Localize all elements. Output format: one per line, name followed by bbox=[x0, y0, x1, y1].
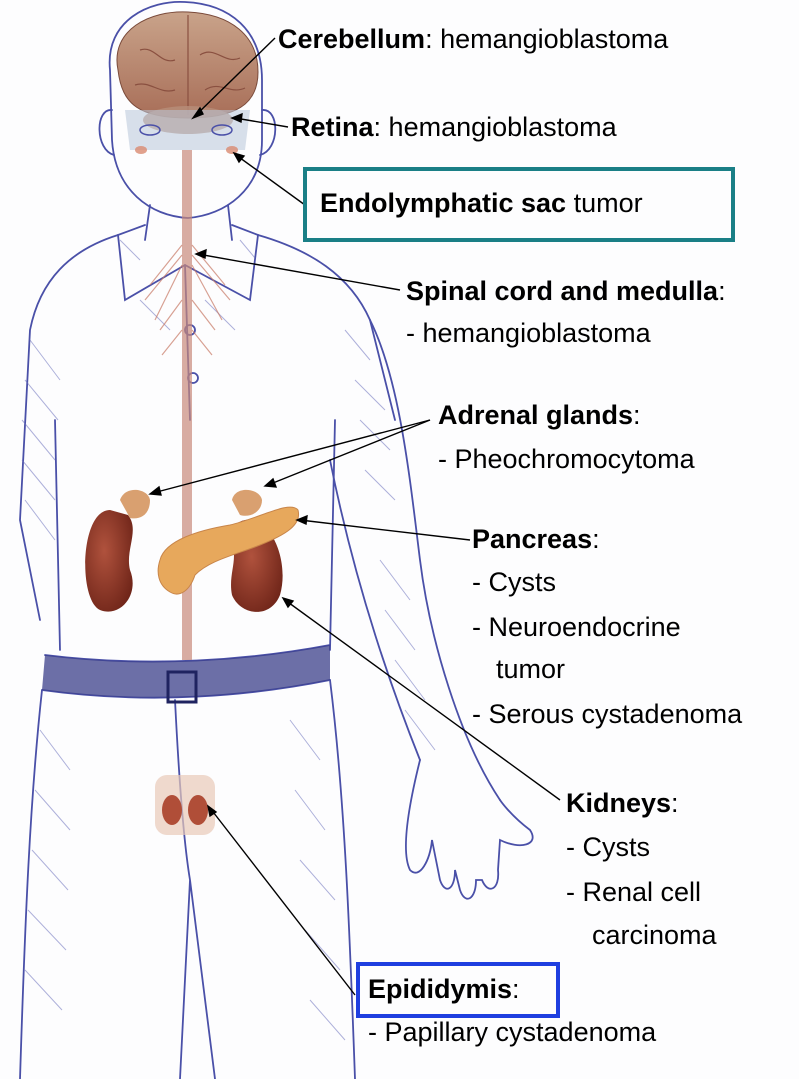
crotch bbox=[175, 700, 215, 1079]
organ-kidneys: Kidneys bbox=[566, 788, 671, 818]
organ-pancreas: Pancreas bbox=[472, 524, 592, 554]
pancreas-item: - Serous cystadenoma bbox=[472, 697, 742, 731]
label-kidneys: Kidneys: bbox=[566, 786, 679, 820]
kidneys-item: carcinoma bbox=[592, 918, 717, 952]
organ-endolymphatic: Endolymphatic sac bbox=[320, 188, 566, 218]
organ-epididymis: Epididymis bbox=[368, 974, 512, 1004]
organ-cerebellum: Cerebellum bbox=[278, 24, 425, 54]
label-cerebellum: Cerebellum: hemangioblastoma bbox=[278, 22, 668, 56]
label-epididymis: Epididymis: bbox=[368, 972, 520, 1006]
label-adrenal: Adrenal glands: bbox=[438, 398, 641, 432]
sep-kidneys: : bbox=[671, 788, 679, 818]
desc-adrenal: - Pheochromocytoma bbox=[438, 442, 695, 476]
arrow-spinal bbox=[198, 254, 400, 290]
organ-spinal: Spinal cord and medulla bbox=[406, 276, 718, 306]
inner-ear-right bbox=[226, 146, 238, 154]
label-endolymphatic: Endolymphatic sac tumor bbox=[320, 186, 643, 220]
pancreas-item: - Neuroendocrine bbox=[472, 610, 681, 644]
desc-spinal: - hemangioblastoma bbox=[406, 316, 651, 350]
organ-adrenal: Adrenal glands bbox=[438, 400, 633, 430]
torso-right bbox=[330, 420, 335, 650]
right-testis bbox=[188, 795, 208, 825]
arrow-endolymphatic bbox=[236, 155, 305, 205]
sep-spinal: : bbox=[718, 276, 726, 306]
desc-endolymphatic: tumor bbox=[566, 188, 643, 218]
left-leg-outer bbox=[20, 690, 42, 1079]
sep-pancreas: : bbox=[592, 524, 600, 554]
left-kidney bbox=[85, 510, 133, 612]
desc-retina: hemangioblastoma bbox=[381, 112, 617, 142]
right-adrenal bbox=[232, 490, 262, 516]
desc-epididymis: - Papillary cystadenoma bbox=[368, 1015, 656, 1049]
sep-adrenal: : bbox=[633, 400, 641, 430]
right-arm-inner bbox=[330, 460, 420, 760]
left-testis bbox=[162, 795, 182, 825]
inner-ear-left bbox=[135, 146, 147, 154]
label-retina: Retina: hemangioblastoma bbox=[291, 110, 617, 144]
sep-cerebellum: : bbox=[425, 24, 433, 54]
pancreas-item: tumor bbox=[496, 652, 565, 686]
organ-retina: Retina bbox=[291, 112, 374, 142]
kidneys-item: - Cysts bbox=[566, 830, 650, 864]
kidneys-item: - Renal cell bbox=[566, 875, 701, 909]
right-leg-outer bbox=[330, 680, 355, 1079]
label-spinal: Spinal cord and medulla: bbox=[406, 274, 726, 308]
desc-cerebellum: hemangioblastoma bbox=[433, 24, 669, 54]
right-hand bbox=[406, 760, 533, 899]
arrow-epididymis bbox=[210, 808, 355, 995]
torso-left bbox=[55, 420, 60, 650]
sep-epididymis: : bbox=[512, 974, 520, 1004]
hatching bbox=[22, 240, 435, 1040]
arrow-adrenal-left bbox=[153, 420, 430, 493]
arrow-pancreas bbox=[300, 520, 470, 540]
sep-retina: : bbox=[374, 112, 382, 142]
pancreas-item: - Cysts bbox=[472, 565, 556, 599]
label-pancreas: Pancreas: bbox=[472, 522, 600, 556]
